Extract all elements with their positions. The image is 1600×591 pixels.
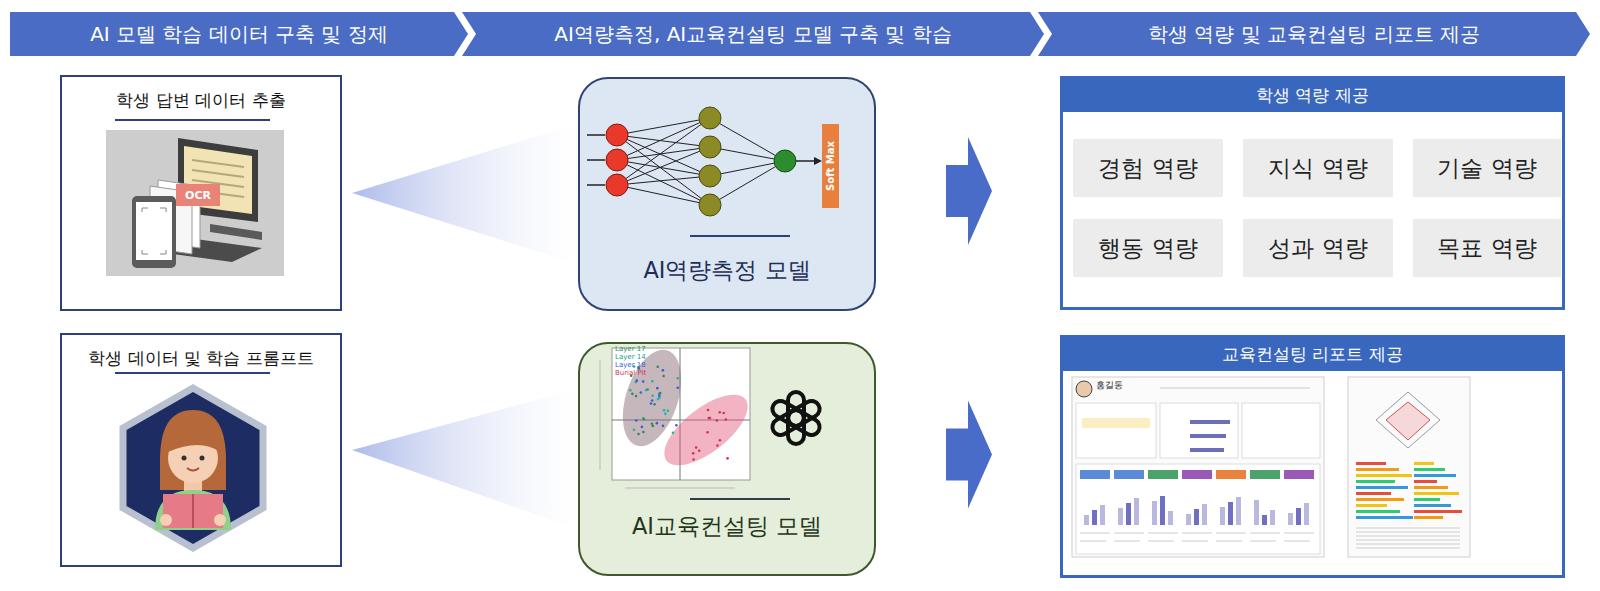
legend-label: Layer 17 xyxy=(615,346,646,353)
competence-box: 행동 역량 xyxy=(1073,219,1223,277)
ocr-illustration xyxy=(106,130,284,276)
stage-title: AI역량측정, AI교육컨설팅 모델 구축 및 학습 xyxy=(554,21,951,48)
competence-label: 경험 역량 xyxy=(1098,153,1197,184)
competence-box: 목표 역량 xyxy=(1413,219,1561,277)
title-underline xyxy=(115,119,270,121)
competence-box: 기술 역량 xyxy=(1413,139,1561,197)
header-band: 학생 역량 및 교육컨설팅 리포트 제공 xyxy=(1038,12,1590,56)
stage-title: 학생 역량 및 교육컨설팅 리포트 제공 xyxy=(1148,21,1480,48)
title-underline xyxy=(690,498,790,500)
student-illustration xyxy=(123,388,263,548)
box-title: AI역량측정 모델 xyxy=(580,255,874,286)
legend-label: Layer 14 xyxy=(615,354,646,361)
title-underline xyxy=(690,235,790,237)
ocr-tag: OCR xyxy=(185,190,211,201)
legend-label: Burial Pit xyxy=(615,370,646,377)
competence-box: 지식 역량 xyxy=(1243,139,1393,197)
report-thumbnail xyxy=(1072,377,1470,557)
openai-logo xyxy=(769,392,822,444)
softmax-label: Soft Max xyxy=(826,141,836,191)
header-band: AI역량측정, AI교육컨설팅 모델 구축 및 학습 xyxy=(462,12,1044,56)
panel-header: 학생 역량 제공 xyxy=(1063,79,1562,112)
title-underline xyxy=(115,372,270,374)
competence-label: 성과 역량 xyxy=(1268,233,1367,264)
data-beam xyxy=(352,389,578,529)
pca-plot xyxy=(600,342,759,488)
output-panel: 경험 역량 지식 역량 기술 역량행동 역량 성과 역량 목표 역량 학생 역량 제공 xyxy=(1060,76,1565,310)
student-name: 홍길동 xyxy=(1096,381,1123,390)
header-band: AI 모델 학습 데이터 구축 및 정제 xyxy=(10,12,468,56)
legend-label: Layer 18 xyxy=(615,362,646,369)
competence-box: 성과 역량 xyxy=(1243,219,1393,277)
competence-label: 지식 역량 xyxy=(1268,153,1367,184)
flow-arrow xyxy=(946,401,992,509)
stage-title: AI 모델 학습 데이터 구축 및 정제 xyxy=(90,21,388,48)
competence-label: 목표 역량 xyxy=(1437,233,1536,264)
competence-label: 행동 역량 xyxy=(1098,233,1197,264)
data-beam xyxy=(352,124,578,264)
softmax-bar xyxy=(822,124,839,208)
box-title: 학생 답변 데이터 추출 xyxy=(62,89,340,112)
competence-label: 기술 역량 xyxy=(1437,153,1536,184)
panel-header: 교육컨설팅 리포트 제공 xyxy=(1063,338,1562,371)
box-title: 학생 데이터 및 학습 프롬프트 xyxy=(62,347,340,370)
flow-arrow xyxy=(946,137,992,245)
neural-network xyxy=(587,107,822,216)
competence-box: 경험 역량 xyxy=(1073,139,1223,197)
box-title: AI교육컨설팅 모델 xyxy=(580,511,874,542)
